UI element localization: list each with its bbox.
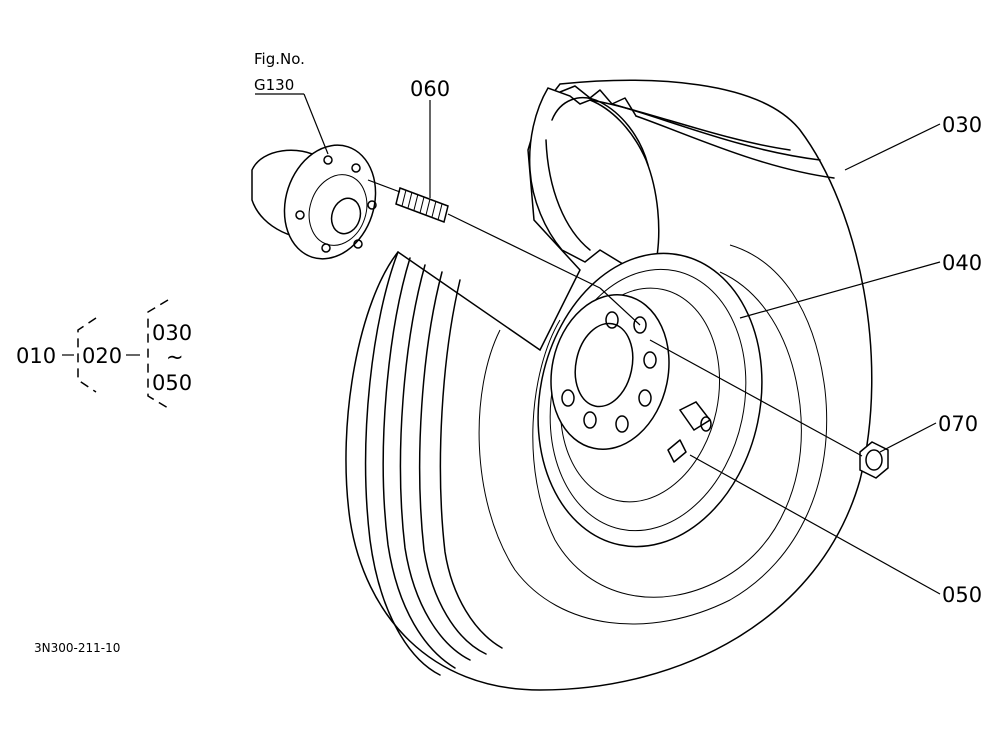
callout-040: 040 (942, 251, 982, 275)
assembly-020: 020 (82, 344, 122, 368)
drawing-number: 3N300-211-10 (34, 641, 120, 655)
hub-g130 (251, 144, 377, 260)
stud-bolt-060 (395, 187, 449, 223)
callout-060: 060 (410, 77, 450, 101)
callout-030: 030 (942, 113, 982, 137)
rim-marker (667, 439, 687, 463)
callout-070: 070 (938, 412, 978, 436)
leader-lines (255, 93, 941, 595)
assembly-brackets (62, 299, 169, 409)
assembly-tilde: ~ (166, 345, 184, 369)
rim-center-bore (574, 322, 634, 408)
assembly-030: 030 (152, 321, 192, 345)
callout-050: 050 (942, 583, 982, 607)
valve-050 (678, 401, 712, 432)
rim-bolt-holes (561, 311, 657, 433)
assembly-010: 010 (16, 344, 56, 368)
figure-number: G130 (254, 76, 294, 94)
figure-label: Fig.No. (254, 50, 305, 68)
assembly-050: 050 (152, 371, 192, 395)
rim-040 (537, 252, 763, 548)
